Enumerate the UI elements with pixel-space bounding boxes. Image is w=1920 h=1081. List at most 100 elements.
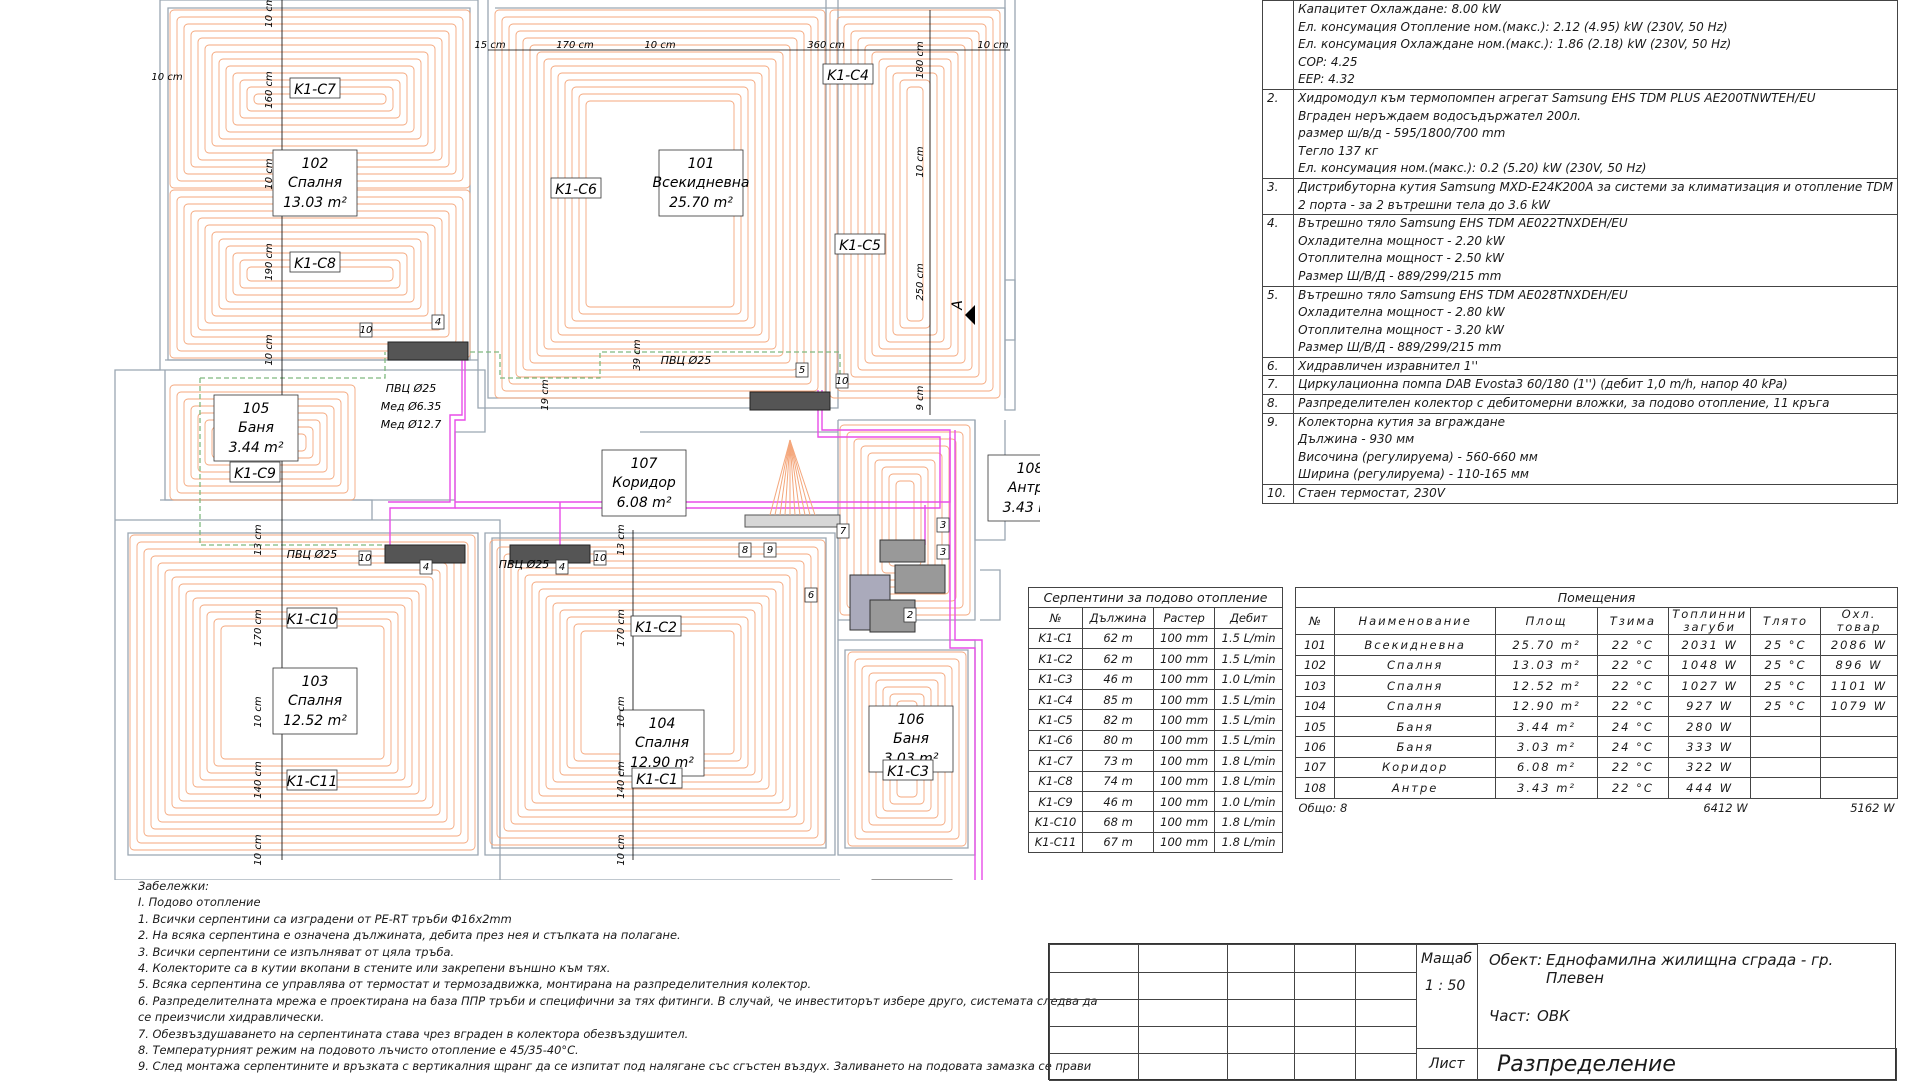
room-cell: 107	[1295, 756, 1335, 779]
dimension-label: 13 cm	[616, 524, 627, 555]
room-cell: 12.52 m²	[1495, 675, 1598, 697]
coil-cell: K1-C5	[1027, 709, 1084, 731]
coil-loop	[169, 384, 356, 501]
label-box	[289, 77, 341, 99]
pipe-label: Мед Ø12.7	[381, 418, 442, 431]
coil-cell: 100 mm	[1153, 668, 1216, 690]
dimension-label: 160 cm	[264, 71, 275, 109]
collector-manifold	[744, 439, 841, 528]
coil-loop	[878, 58, 952, 350]
coil-loop	[204, 224, 436, 324]
coil-table-title: Серпентини за подово отопление	[1028, 586, 1283, 609]
coil-loop	[185, 590, 420, 795]
coil-label: K1-C9	[234, 466, 276, 482]
label-box	[836, 523, 850, 539]
equipment-number: 5.	[1261, 285, 1295, 358]
coil-cell: 62 m	[1082, 648, 1155, 670]
room-cell: 25 °C	[1750, 654, 1821, 677]
coil-loop	[508, 23, 812, 385]
equipment-number: 4.	[1261, 214, 1295, 287]
coil-loop	[550, 65, 770, 343]
coil-cell: 85 m	[1082, 688, 1155, 711]
room-cell: 25 °C	[1750, 675, 1821, 697]
coil-loop	[150, 555, 455, 830]
room-cell	[1750, 715, 1821, 738]
room-cell: 101	[1295, 634, 1335, 656]
coil-loop	[857, 37, 973, 371]
room-cell: Всекидневна	[1333, 634, 1497, 656]
label-box	[272, 667, 358, 735]
coil-loop	[871, 51, 959, 357]
coil-loop	[197, 37, 443, 161]
coil-cell: 100 mm	[1153, 770, 1216, 792]
heating-coils	[129, 9, 1001, 851]
label-box	[286, 769, 338, 791]
callout-number: 3	[940, 520, 946, 531]
dimension-label: 9 cm	[915, 385, 926, 410]
label-box	[601, 449, 687, 517]
dimension-label: 10 cm	[264, 158, 275, 189]
equipment-line: Тегло 137 кг	[1298, 143, 1379, 158]
coil-loop	[489, 539, 826, 846]
room-cell: 1027 W	[1668, 675, 1752, 697]
callout-number: 7	[840, 526, 847, 537]
equipment-item: 8.Разпределителен колектор с дебитомерни…	[1261, 394, 1898, 414]
equipment-number: 3.	[1261, 177, 1295, 216]
rooms-col-name: Наименование	[1333, 607, 1497, 636]
coil-cell: 1.0 L/min	[1214, 668, 1283, 690]
coil-cell: 1.5 L/min	[1214, 627, 1283, 650]
rooms-col-summer: Тлято	[1750, 607, 1821, 636]
equipment-number: 8.	[1261, 394, 1295, 414]
equipment-line: Ел. консумация ном.(макс.): 0.2 (5.20) k…	[1298, 161, 1647, 176]
coil-loop	[503, 553, 812, 832]
coil-loop	[190, 30, 450, 168]
equipment-line: Разпределителен колектор с дебитомерни в…	[1298, 396, 1830, 411]
coil-loop	[847, 651, 967, 847]
section-mark-label: A	[950, 300, 966, 311]
coil-cell: K1-C8	[1027, 770, 1084, 792]
pipe-label: ПВЦ Ø25	[287, 548, 338, 561]
room-cell: 25 °C	[1750, 634, 1821, 656]
dimension-label: 360 cm	[807, 40, 845, 51]
room-cell: 24 °C	[1596, 736, 1670, 758]
coil-cell: K1-C10	[1027, 811, 1084, 833]
room-cell: 22 °C	[1596, 634, 1670, 656]
coil-loop	[178, 583, 427, 802]
room-cell: 3.43 m²	[1495, 777, 1598, 799]
callout-number: 2	[907, 610, 913, 621]
coil-loop	[232, 72, 408, 126]
scale-value: 1 : 50	[1425, 978, 1466, 994]
coil-cell: 68 m	[1082, 811, 1155, 833]
equipment-line: Охладителна мощност - 2.20 kW	[1298, 233, 1505, 248]
coil-cell: 1.5 L/min	[1214, 729, 1283, 752]
room-cell: 22 °C	[1596, 654, 1670, 677]
room-cell: 106	[1295, 736, 1335, 758]
coil-loop	[136, 541, 469, 844]
room-cell: 13.03 m²	[1495, 654, 1598, 677]
equipment-line: Ел. консумация Охлаждане ном.(макс.): 1.…	[1298, 37, 1732, 52]
label-box	[358, 550, 372, 566]
equipment-line: EEP: 4.32	[1298, 72, 1355, 87]
room-cell: 25.70 m²	[1495, 634, 1598, 656]
coil-loop	[176, 196, 464, 352]
drawing-title: Разпределение	[1497, 1052, 1676, 1077]
equipment-description: Циркулационна помпа DAB Evosta3 60/180 (…	[1293, 375, 1898, 396]
callout-number: 4	[435, 317, 441, 328]
coil-loop	[190, 210, 450, 338]
room-cell: 2086 W	[1820, 634, 1898, 656]
label-box	[795, 362, 809, 378]
coil-loop	[171, 576, 434, 809]
equipment-description: Хидромодул към термопомпен агрегат Samsu…	[1293, 88, 1898, 179]
room-name: Коридор	[612, 475, 676, 491]
equipment-line: Размер Ш/В/Д - 889/299/215 mm	[1298, 340, 1502, 355]
coil-label: K1-C6	[555, 182, 597, 198]
object-label: Обект:	[1489, 951, 1543, 969]
room-area: 25.70 m²	[669, 195, 733, 211]
rooms-total-label: Общо: 8	[1298, 801, 1348, 816]
